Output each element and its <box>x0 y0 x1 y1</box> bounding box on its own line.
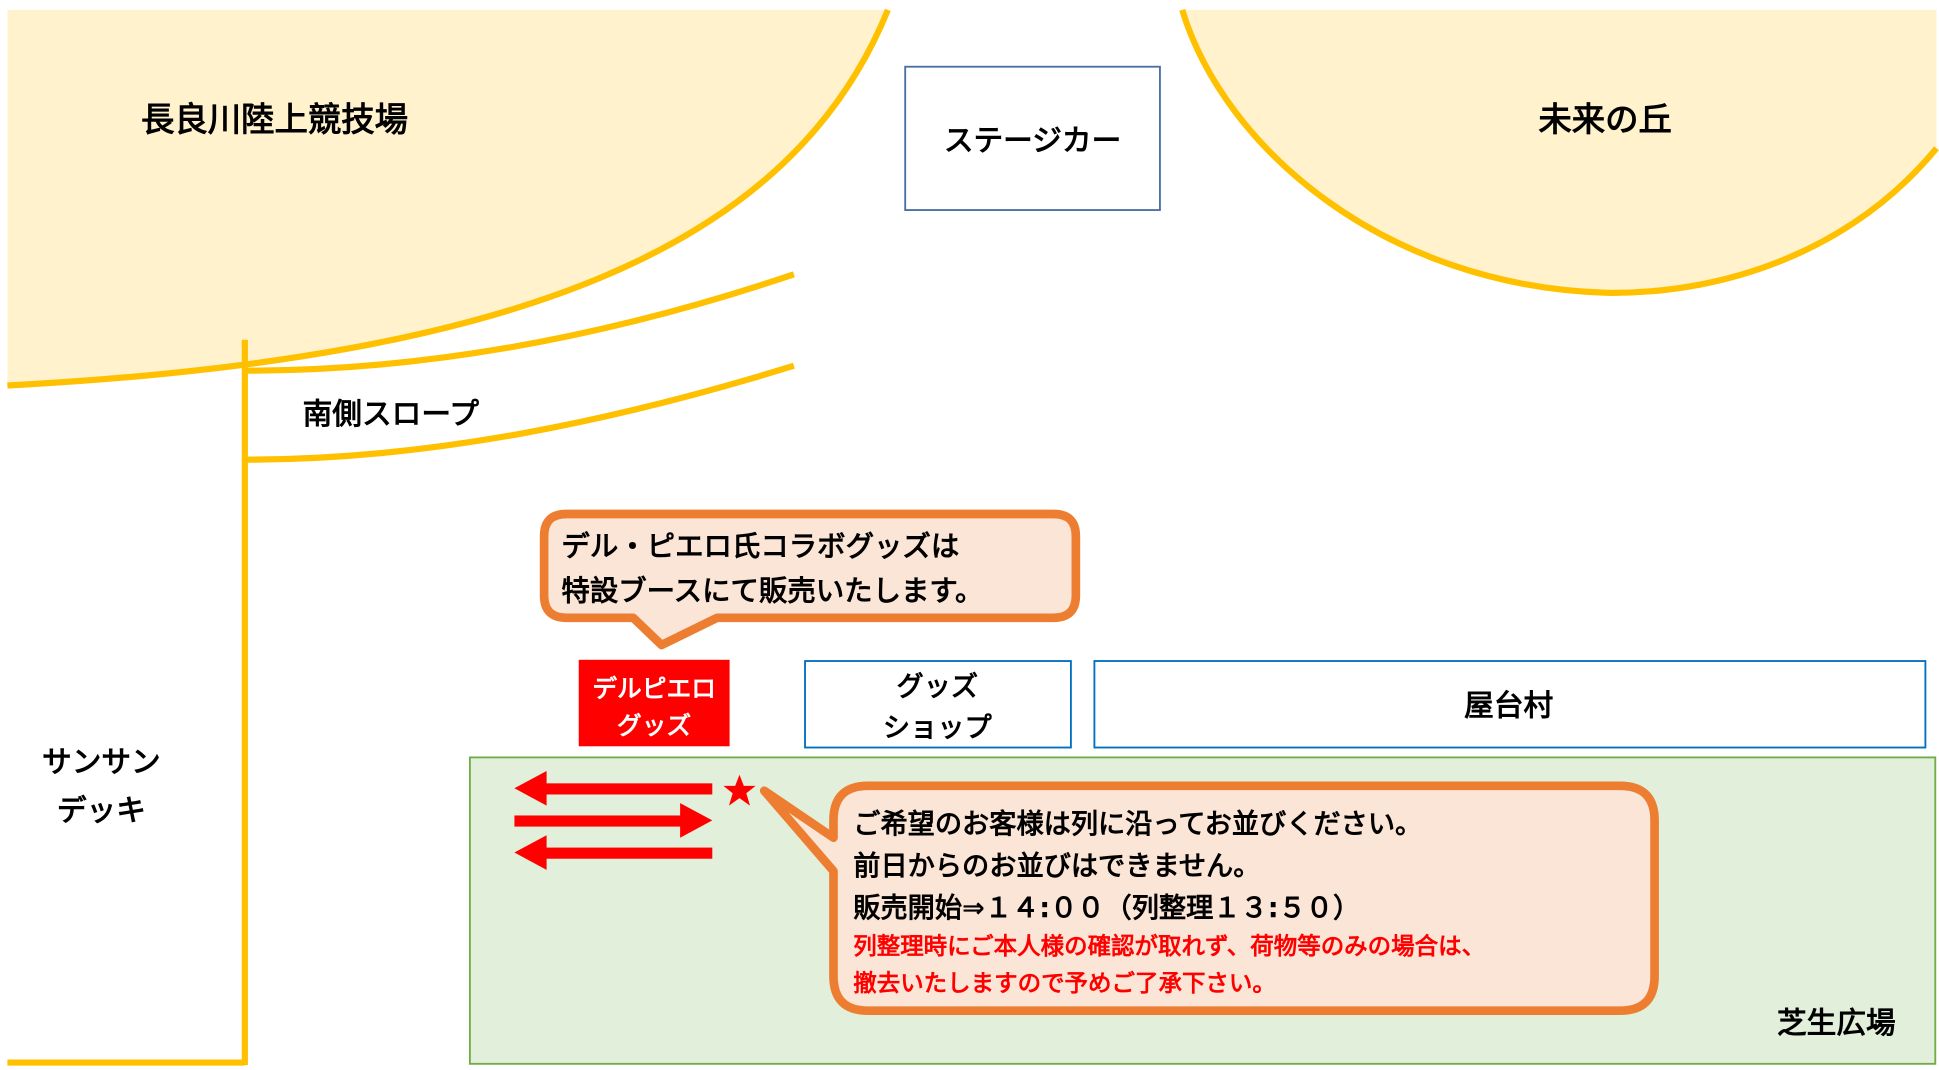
stadium-label: 長良川陸上競技場 <box>141 100 408 139</box>
hill-area: 未来の丘 <box>1179 8 1939 296</box>
goods-shop-label-2: ショップ <box>883 712 993 743</box>
sunsun-deck-label-2: デッキ <box>57 792 146 827</box>
arrow-right-icon <box>514 803 713 838</box>
queue-callout-warning1: 列整理時にご本人様の確認が取れず、荷物等のみの場合は、 <box>853 932 1485 960</box>
arrow-left-icon <box>514 835 713 870</box>
slope-lower-edge <box>247 362 795 463</box>
south-slope-label: 南側スロープ <box>303 396 480 431</box>
queue-callout-warning2: 撤去いたしますので予めご了承下さい。 <box>853 969 1276 997</box>
star-icon <box>723 774 756 806</box>
arrow-left-icon <box>514 770 713 806</box>
hill-label: 未来の丘 <box>1538 100 1671 139</box>
queue-callout-line3: 販売開始⇒１４:００（列整理１３:５０） <box>853 892 1360 924</box>
sunsun-deck-label-1: サンサン <box>42 744 161 779</box>
booth-callout-line2: 特設ブースにて販売いたします。 <box>561 574 983 607</box>
delpiero-goods-label-1: デルピエロ <box>592 674 716 703</box>
lawn-plaza-label: 芝生広場 <box>1777 1005 1896 1040</box>
delpiero-goods-label-2: グッズ <box>617 711 691 740</box>
stage-car: ステージカー <box>904 65 1161 211</box>
food-village: 屋台村 <box>1093 660 1927 749</box>
queue-callout-line2: 前日からのお並びはできません。 <box>853 850 1260 882</box>
queue-callout-line1: ご希望のお客様は列に沿ってお並びください。 <box>853 808 1422 840</box>
slope-upper-edge <box>247 271 795 374</box>
walkways <box>7 271 795 1066</box>
goods-shop-label-1: グッズ <box>897 671 979 703</box>
queue-callout: ご希望のお客様は列に沿ってお並びください。 前日からのお並びはできません。 販売… <box>759 781 1659 1016</box>
stadium-area: 長良川陸上競技場 <box>7 8 891 389</box>
goods-shop: グッズ ショップ <box>804 660 1072 749</box>
stage-car-label: ステージカー <box>944 123 1121 158</box>
food-village-label: 屋台村 <box>1464 687 1553 722</box>
booth-callout: デル・ピエロ氏コラボグッズは 特設ブースにて販売いたします。 <box>539 509 1081 650</box>
booth-callout-line1: デル・ピエロ氏コラボグッズは <box>561 530 959 563</box>
queue-arrows <box>514 770 713 870</box>
delpiero-goods-booth: デルピエロ グッズ <box>578 659 730 747</box>
